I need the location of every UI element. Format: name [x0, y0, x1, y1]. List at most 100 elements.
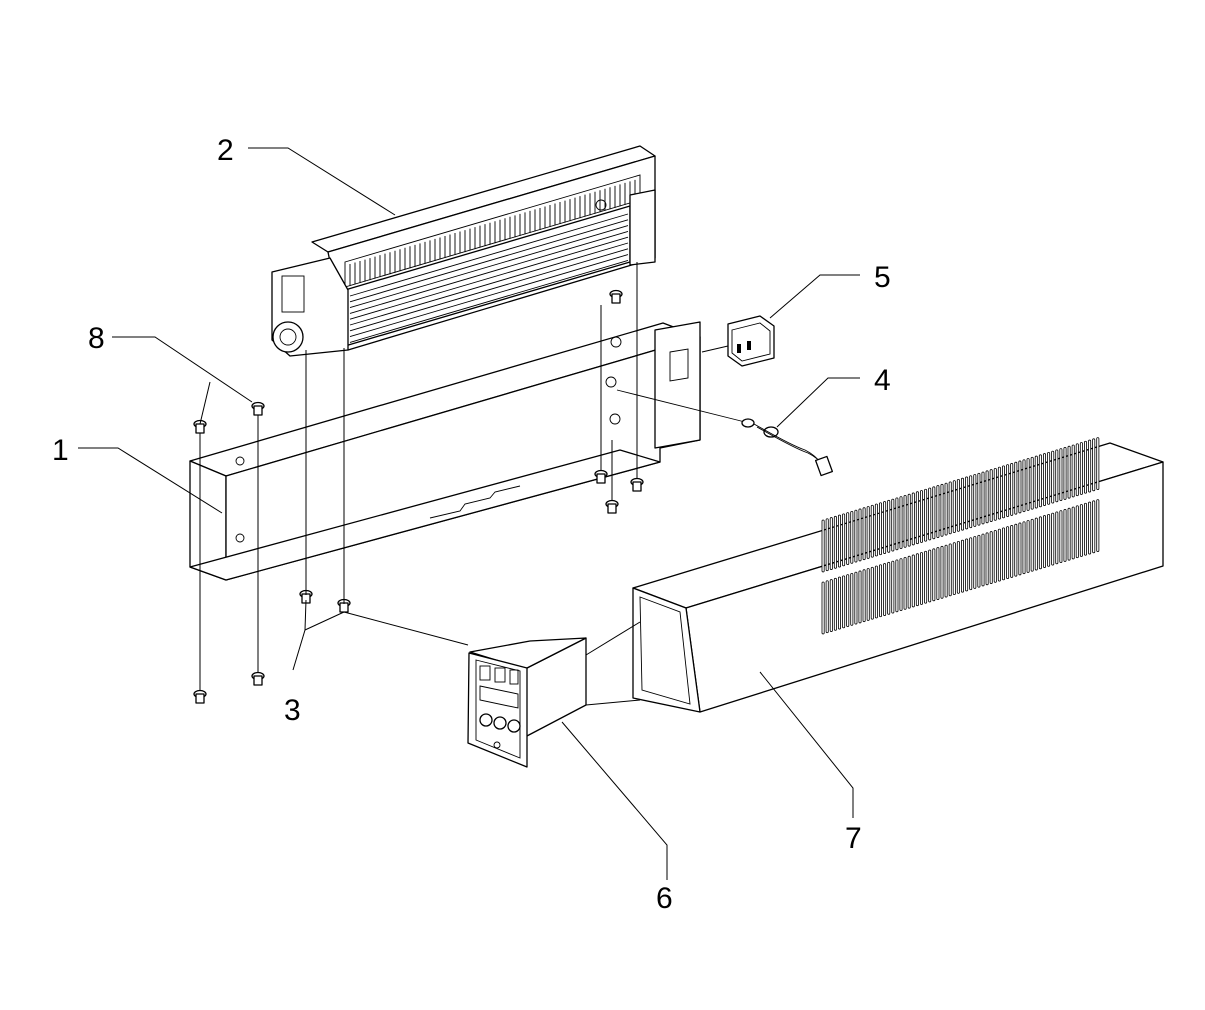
vent-slot: [858, 570, 862, 624]
vent-slot: [952, 542, 956, 596]
vent-slot: [1051, 512, 1055, 566]
enclosure-vent-grille: [821, 437, 1100, 635]
vent-slot: [874, 565, 878, 619]
vent-slot: [1084, 502, 1088, 556]
blower-assembly: [271, 145, 656, 357]
vent-slot: [1096, 437, 1100, 490]
screw: [609, 289, 623, 304]
motor-bracket: [281, 275, 305, 313]
vent-slot: [1071, 444, 1075, 498]
enclosure-opening: [639, 596, 691, 705]
vent-slot: [866, 506, 870, 559]
control-indicator: [493, 741, 501, 749]
chassis-bottom-flange: [189, 449, 661, 581]
vent-slot: [1026, 458, 1030, 511]
callout-1: 1: [52, 434, 69, 467]
vent-slot: [1075, 505, 1079, 559]
vent-slot: [932, 486, 936, 540]
assembly-lines: [199, 262, 729, 706]
chassis-tabs: [429, 485, 521, 519]
switch-rocker: [731, 322, 771, 362]
vent-slot: [870, 566, 874, 620]
vent-slot: [989, 469, 993, 522]
vent-slot: [920, 552, 924, 605]
rotor-blade: [349, 213, 629, 297]
vent-slot: [879, 564, 883, 618]
control-button: [493, 716, 507, 730]
vent-slot: [854, 571, 858, 625]
screw-shank: [195, 423, 205, 434]
screw: [251, 401, 265, 416]
vent-slot: [936, 547, 940, 600]
leader-3a: [292, 629, 306, 671]
vent-slot: [1079, 504, 1083, 557]
leader-2: [248, 147, 396, 216]
wire-terminal: [741, 418, 755, 428]
vent-slot: [997, 528, 1001, 582]
vent-slot: [915, 553, 919, 607]
vent-slot: [1043, 453, 1047, 506]
vent-slot: [911, 554, 915, 608]
vent-slot: [944, 482, 948, 536]
rotor-blade: [349, 254, 629, 338]
vent-slot: [838, 514, 842, 568]
vent-slot: [961, 539, 965, 593]
vent-slot: [989, 531, 993, 584]
vent-slot: [985, 532, 989, 586]
callout-4: 4: [874, 364, 891, 397]
vent-slot: [899, 496, 903, 550]
switch-terminal: [737, 344, 741, 353]
callout-5: 5: [874, 261, 891, 294]
vent-slot: [1022, 459, 1026, 513]
switch-terminal: [747, 341, 751, 350]
callout-labels: 2 5 4 8 1 3 6 7: [52, 134, 891, 915]
vent-slot: [944, 544, 948, 598]
vent-slot: [1038, 516, 1042, 570]
vent-slot: [829, 517, 833, 570]
blower-end-plate: [629, 189, 656, 266]
vent-slot: [993, 467, 997, 521]
blower-rotor: [349, 213, 629, 343]
vent-slot: [985, 470, 989, 524]
vent-slot: [924, 550, 928, 604]
vent-slot: [899, 558, 903, 612]
base-chassis: [189, 321, 701, 581]
vent-slot: [887, 561, 891, 615]
vent-slot: [1047, 451, 1051, 505]
chassis-side-bracket: [654, 321, 701, 449]
vent-slot: [846, 574, 850, 628]
blower-hole: [595, 199, 607, 211]
leader-8b: [199, 381, 211, 425]
vent-slot: [1067, 445, 1071, 499]
screw-shank: [632, 481, 642, 492]
ground-wire: [616, 389, 834, 477]
screw-shank: [339, 602, 349, 613]
vent-slot: [928, 487, 932, 541]
mount-hole: [605, 376, 617, 388]
vent-slot: [973, 536, 977, 589]
vent-slot: [1010, 525, 1014, 578]
vent-slot: [952, 480, 956, 534]
vent-slot: [1043, 515, 1047, 568]
vent-slot: [1051, 450, 1055, 504]
control-button: [479, 713, 493, 727]
mount-hole: [610, 336, 622, 348]
callout-6: 6: [656, 882, 673, 915]
vent-slot: [1092, 500, 1096, 554]
vent-slot: [932, 548, 936, 602]
leader-5: [769, 274, 860, 319]
leader-8: [112, 336, 253, 403]
rotor-blade: [349, 248, 629, 332]
screw: [605, 499, 619, 514]
vent-slot: [1034, 455, 1038, 509]
rotor-blade: [349, 259, 629, 343]
vent-slot: [993, 529, 997, 583]
vent-slot: [846, 512, 850, 566]
vent-slot: [858, 508, 862, 562]
vent-slot: [961, 477, 965, 531]
screws: [193, 289, 644, 704]
vent-slot: [866, 568, 870, 621]
vent-slot: [1018, 522, 1022, 576]
callout-leaders: [78, 147, 860, 880]
switch-cutout: [669, 348, 689, 382]
